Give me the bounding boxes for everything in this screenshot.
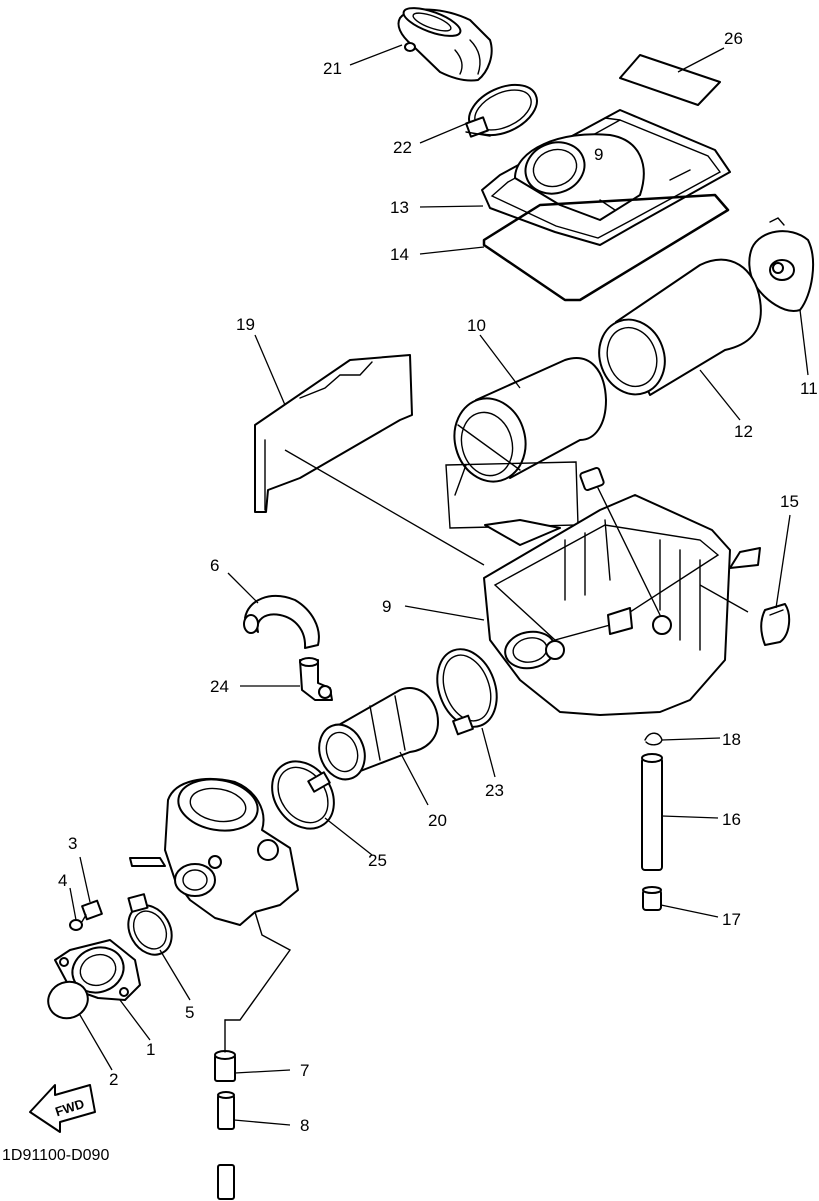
part-17-plug (642, 886, 662, 911)
part-20-air-joint (318, 687, 439, 781)
callout-22: 22 (393, 138, 412, 157)
part-23-clamp (436, 648, 498, 736)
part-25-clamp (271, 760, 335, 830)
callout-3: 3 (68, 834, 77, 853)
part-4-washer (69, 919, 83, 931)
callout-6: 6 (210, 556, 219, 575)
part-18-clip (644, 732, 663, 746)
part-14-gasket (482, 193, 730, 302)
callout-5: 5 (185, 1003, 194, 1022)
callout-12: 12 (734, 422, 753, 441)
part-12-filter-outer (598, 258, 762, 396)
callout-26: 26 (724, 29, 743, 48)
fwd-arrow-icon: FWD (29, 1084, 96, 1133)
part-10-filter-inner (453, 357, 607, 496)
part-26-label-sheet (619, 54, 721, 106)
callout-11: 11 (800, 379, 818, 398)
part-16-drain-tube (641, 753, 663, 871)
cover-mark-9: 9 (594, 145, 603, 164)
part-11-end-cap (748, 217, 815, 312)
diagram-code: 1D91100-D090 (2, 1147, 109, 1164)
case-bolt (579, 466, 661, 616)
part-2-o-ring (47, 980, 89, 1020)
part-24-elbow (299, 657, 333, 701)
part-21-intake-joint (397, 7, 493, 82)
part-8-tube (217, 1091, 235, 1200)
callout-16: 16 (722, 810, 741, 829)
callout-7: 7 (300, 1061, 309, 1080)
part-9-air-box-case (483, 494, 761, 716)
callout-8: 8 (300, 1116, 309, 1135)
callout-2: 2 (109, 1070, 118, 1089)
part-22-clamp (465, 83, 538, 138)
part-13-air-box-cover: 9 (481, 109, 731, 246)
part-5-clamp (127, 893, 173, 956)
callout-25: 25 (368, 851, 387, 870)
callout-4: 4 (58, 871, 67, 890)
carburetor-assembly (129, 778, 299, 1021)
part-19-panel-plate (254, 354, 413, 513)
callout-15: 15 (780, 492, 799, 511)
callout-19: 19 (236, 315, 255, 334)
leader-lines (69, 44, 809, 1126)
callout-13: 13 (390, 198, 409, 217)
part-15-clip (760, 603, 791, 646)
callout-24: 24 (210, 677, 229, 696)
callout-1: 1 (146, 1040, 155, 1059)
callout-23: 23 (485, 781, 504, 800)
part-7-fitting (214, 1019, 236, 1082)
callout-10: 10 (467, 316, 486, 335)
callout-9: 9 (382, 597, 391, 616)
part-6-hose (243, 595, 320, 649)
callout-21: 21 (323, 59, 342, 78)
part-3-screw (79, 899, 103, 926)
callout-18: 18 (722, 730, 741, 749)
callout-17: 17 (722, 910, 741, 929)
callout-numbers: 21 22 26 13 14 19 10 11 12 15 9 6 24 23 … (58, 29, 818, 1135)
callout-20: 20 (428, 811, 447, 830)
callout-14: 14 (390, 245, 409, 264)
